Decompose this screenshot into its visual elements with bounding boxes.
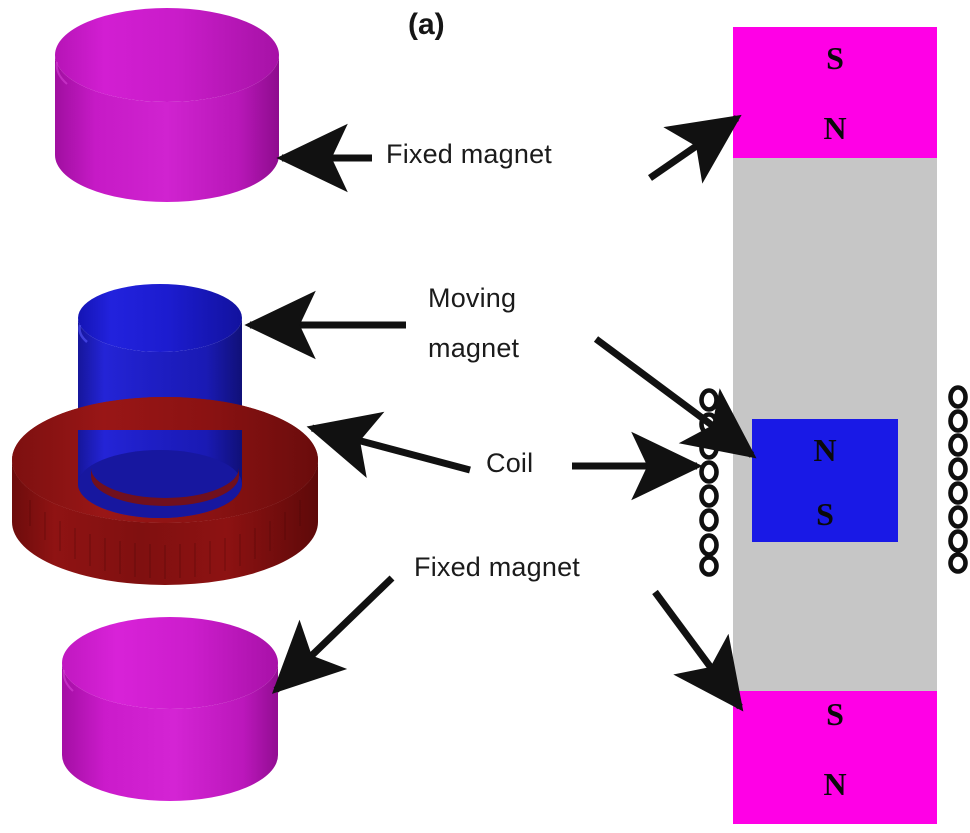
arrow-fixed-magnet-top-right: [648, 114, 742, 184]
pole-moving-magnet-lower: S: [816, 496, 834, 532]
label-coil: Coil: [486, 448, 534, 478]
arrow-coil-to-3d: [306, 411, 471, 479]
3d-fixed-magnet-top: [55, 8, 279, 202]
pole-bottom-magnet-upper: S: [826, 696, 844, 732]
arrow-fixed-magnet-bottom-left: [271, 575, 395, 694]
label-moving-magnet-line2: magnet: [428, 333, 520, 363]
cross-bottom-fixed-magnet: [733, 691, 937, 824]
panel-label: (a): [408, 8, 445, 41]
label-fixed-magnet-top: Fixed magnet: [386, 139, 552, 169]
pole-moving-magnet-upper: N: [813, 432, 837, 468]
cross-moving-magnet: [752, 419, 898, 542]
3d-fixed-magnet-bottom: [62, 617, 278, 801]
pole-bottom-magnet-lower: N: [823, 766, 847, 802]
coil-turns-right: [948, 385, 968, 574]
label-moving-magnet-line1: Moving: [428, 283, 517, 313]
cross-top-fixed-magnet: [733, 27, 937, 158]
pole-top-magnet-lower: N: [823, 110, 847, 146]
label-fixed-magnet-bottom: Fixed magnet: [414, 552, 580, 582]
3d-coil: [12, 460, 318, 585]
arrow-moving-magnet-right: [593, 336, 757, 459]
arrow-fixed-magnet-bottom-right: [652, 589, 744, 712]
pole-top-magnet-upper: S: [826, 40, 844, 76]
